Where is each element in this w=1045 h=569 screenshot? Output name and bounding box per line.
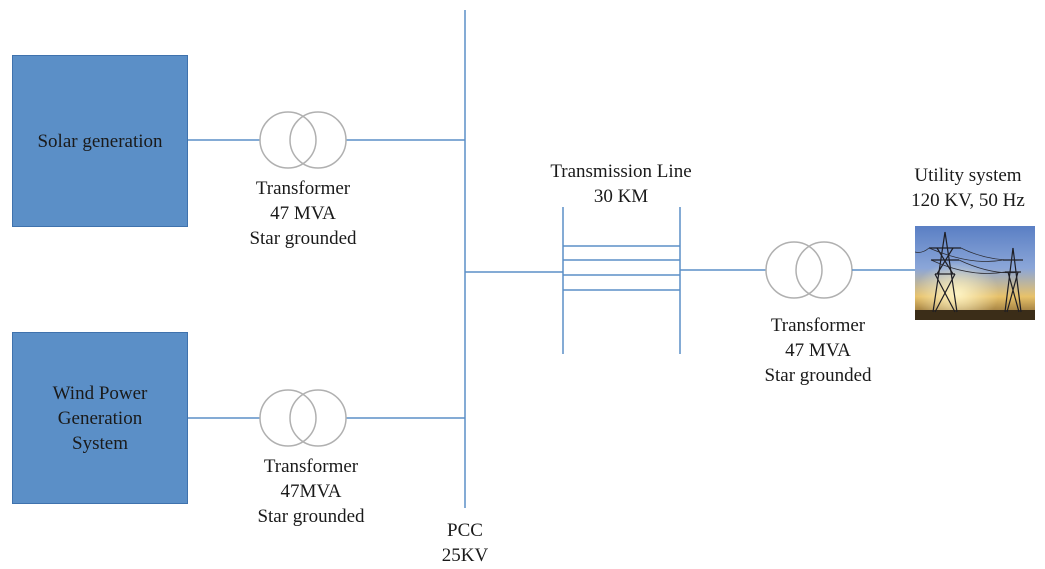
pcc-name: PCC	[420, 518, 510, 543]
transformer-solar-label: Transformer 47 MVA Star grounded	[218, 176, 388, 251]
transformer-solar-symbol	[260, 112, 346, 168]
transformer-wind-rating: 47MVA	[226, 479, 396, 504]
transmission-line-length: 30 KM	[521, 184, 721, 209]
transmission-line-name: Transmission Line	[521, 159, 721, 184]
transformer-utility-rating: 47 MVA	[733, 338, 903, 363]
utility-system-name: Utility system	[888, 163, 1045, 188]
transformer-wind-name: Transformer	[226, 454, 396, 479]
wind-label-line3: System	[72, 431, 128, 456]
transformer-solar-rating: 47 MVA	[218, 201, 388, 226]
transmission-tower-icon	[915, 226, 1035, 320]
transformer-utility-label: Transformer 47 MVA Star grounded	[733, 313, 903, 388]
solar-generation-block: Solar generation	[12, 55, 188, 227]
transformer-solar-name: Transformer	[218, 176, 388, 201]
transformer-utility-symbol	[766, 242, 852, 298]
pcc-voltage: 25KV	[420, 543, 510, 568]
transformer-wind-label: Transformer 47MVA Star grounded	[226, 454, 396, 529]
transformer-solar-connection: Star grounded	[218, 226, 388, 251]
transformer-wind-symbol	[260, 390, 346, 446]
solar-generation-label: Solar generation	[37, 129, 162, 154]
pcc-label: PCC 25KV	[420, 518, 510, 568]
utility-system-label: Utility system 120 KV, 50 Hz	[888, 163, 1045, 213]
utility-system-rating: 120 KV, 50 Hz	[888, 188, 1045, 213]
wind-label-line2: Generation	[58, 406, 142, 431]
transformer-wind-connection: Star grounded	[226, 504, 396, 529]
wind-label-line1: Wind Power	[53, 381, 148, 406]
transmission-line-label: Transmission Line 30 KM	[521, 159, 721, 209]
transformer-utility-connection: Star grounded	[733, 363, 903, 388]
wind-generation-block: Wind Power Generation System	[12, 332, 188, 504]
transformer-utility-name: Transformer	[733, 313, 903, 338]
transmission-line-symbol	[563, 207, 680, 354]
